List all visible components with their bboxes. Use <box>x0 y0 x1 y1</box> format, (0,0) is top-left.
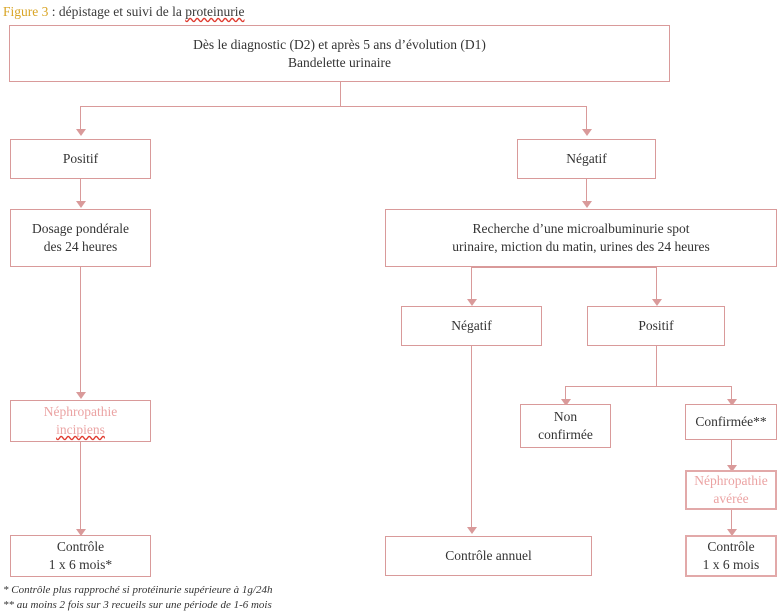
node-root-line1: Dès le diagnostic (D2) et après 5 ans d’… <box>193 36 486 52</box>
node-negatif-mid-label: Négatif <box>451 318 492 334</box>
node-controle-right-line1: Contrôle <box>707 539 755 555</box>
arrow-nephropathie-to-controle-left <box>76 529 86 536</box>
connector-dosage-to-nephropathie <box>80 267 81 392</box>
connector-root-to-positif <box>80 106 81 129</box>
node-positif-mid-box: Positif <box>587 306 725 346</box>
node-confirmee-box: Confirmée** <box>685 404 777 440</box>
node-controle-right-line2: 1 x 6 mois <box>702 557 760 572</box>
connector-positif-mid-split-horizontal <box>565 386 732 387</box>
node-recherche-box: Recherche d’une microalbuminurie spot ur… <box>385 209 777 267</box>
node-dosage-box: Dosage pondérale des 24 heures <box>10 209 151 267</box>
connector-positif-mid-stem <box>656 346 657 386</box>
caption-misspelled-word: proteinurie <box>185 4 245 19</box>
node-controle-annuel-box: Contrôle annuel <box>385 536 592 576</box>
node-recherche-line1: Recherche d’une microalbuminurie spot <box>472 221 690 237</box>
arrow-root-to-positif <box>76 129 86 136</box>
footnote-one: * Contrôle plus rapproché si protéinurie… <box>3 584 273 596</box>
arrow-recherche-to-positif-mid <box>652 299 662 306</box>
node-positif-mid-label: Positif <box>638 318 674 334</box>
node-dosage-line1: Dosage pondérale <box>31 221 130 237</box>
node-nephropathie-averee-box: Néphropathie avérée <box>685 470 777 510</box>
node-non-confirmee-box: Non confirmée <box>520 404 611 448</box>
connector-positif-mid-to-confirmee <box>731 386 732 400</box>
node-dosage-line2: des 24 heures <box>43 239 118 254</box>
arrow-root-to-negatif <box>582 129 592 136</box>
node-root-line2: Bandelette urinaire <box>287 54 392 70</box>
connector-root-split-horizontal <box>80 106 587 107</box>
node-controle-right-box: Contrôle 1 x 6 mois <box>685 535 777 577</box>
connector-negatif-mid-to-controle-annuel <box>471 346 472 527</box>
node-controle-annuel-label: Contrôle annuel <box>445 548 532 564</box>
arrow-positif-to-dosage <box>76 201 86 208</box>
footnote-two: ** au moins 2 fois sur 3 recueils sur un… <box>3 598 272 611</box>
node-non-confirmee-line1: Non <box>553 409 578 425</box>
figure-footnotes: * Contrôle plus rapproché si protéinurie… <box>3 583 272 613</box>
node-nephropathie-incipiens-line2: incipiens <box>56 422 105 437</box>
node-nephropathie-averee-line1: Néphropathie <box>694 473 768 489</box>
connector-root-stem <box>340 82 341 106</box>
arrow-negatif-to-recherche <box>582 201 592 208</box>
arrow-dosage-to-nephropathie <box>76 392 86 399</box>
connector-recherche-to-positif-mid <box>656 267 657 300</box>
node-confirmee-label: Confirmée** <box>695 414 767 430</box>
arrow-nephropathie-averee-to-controle-right <box>727 529 737 536</box>
connector-positif-to-dosage <box>80 179 81 202</box>
node-non-confirmee-line2: confirmée <box>538 427 593 442</box>
node-controle-left-line2: 1 x 6 mois* <box>48 557 113 572</box>
arrow-positif-mid-to-confirmee <box>727 399 737 406</box>
node-negatif-right-label: Négatif <box>566 151 607 167</box>
node-root-box: Dès le diagnostic (D2) et après 5 ans d’… <box>9 25 670 82</box>
connector-root-to-negatif <box>586 106 587 129</box>
arrow-recherche-to-negatif-mid <box>467 299 477 306</box>
figure-number-label: Figure 3 <box>3 4 49 19</box>
node-negatif-right-box: Négatif <box>517 139 656 179</box>
connector-nephropathie-averee-to-controle-right <box>731 510 732 530</box>
node-nephropathie-incipiens-box: Néphropathie incipiens <box>10 400 151 442</box>
connector-recherche-split-horizontal <box>471 267 656 268</box>
node-negatif-mid-box: Négatif <box>401 306 542 346</box>
caption-text: dépistage et suivi de la <box>58 4 186 19</box>
connector-confirmee-to-nephropathie-averee <box>731 440 732 466</box>
node-nephropathie-incipiens-line1: Néphropathie <box>43 404 118 420</box>
node-recherche-line2: urinaire, miction du matin, urines des 2… <box>452 239 710 254</box>
arrow-negatif-mid-to-controle-annuel <box>467 527 477 534</box>
connector-negatif-to-recherche <box>586 179 587 202</box>
arrow-confirmee-to-nephropathie-averee <box>727 465 737 472</box>
caption-separator: : <box>48 4 59 19</box>
connector-positif-mid-to-non-confirmee <box>565 386 566 400</box>
arrow-positif-mid-to-non-confirmee <box>561 399 571 406</box>
node-nephropathie-averee-line2: avérée <box>713 491 749 506</box>
figure-caption: Figure 3 : dépistage et suivi de la prot… <box>3 4 244 20</box>
connector-nephropathie-to-controle-left <box>80 442 81 530</box>
node-positif-left-box: Positif <box>10 139 151 179</box>
node-positif-left-label: Positif <box>62 151 99 167</box>
connector-recherche-to-negatif-mid <box>471 267 472 300</box>
node-controle-left-line1: Contrôle <box>56 539 105 555</box>
node-controle-left-box: Contrôle 1 x 6 mois* <box>10 535 151 577</box>
